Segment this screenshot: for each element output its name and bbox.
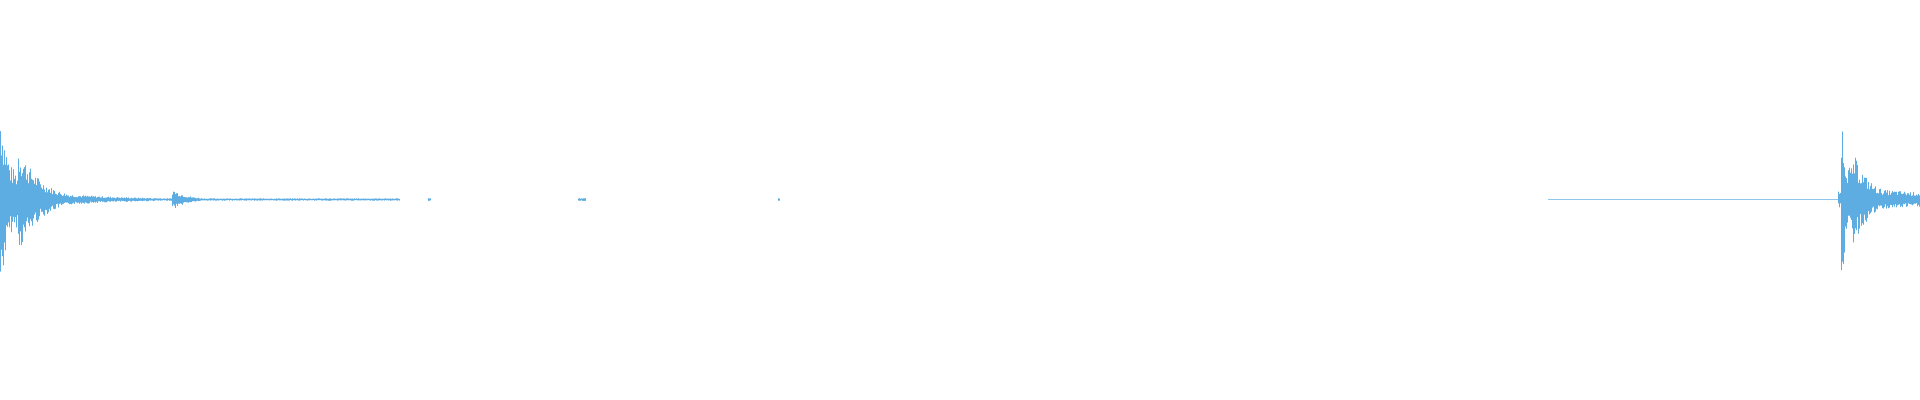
waveform-trace — [0, 131, 1920, 272]
